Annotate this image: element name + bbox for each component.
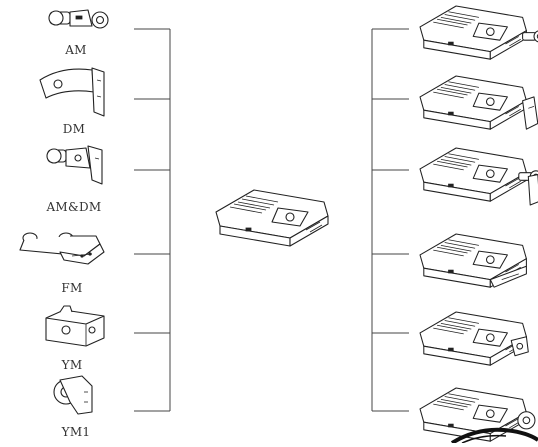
mount-label-dm: DM (62, 122, 86, 136)
arm-mount-icon (48, 9, 109, 29)
partial-round-graphic (450, 427, 538, 445)
fixture-with-direct-mount-icon (419, 75, 538, 130)
fixture-with-arm-and-direct-mount-icon (419, 147, 538, 206)
flat-mount-icon (19, 232, 105, 265)
left-connector-lines (134, 28, 171, 412)
yoke-mount-1-icon (53, 375, 93, 415)
mount-label-fm: FM (61, 281, 83, 295)
arm-and-direct-mount-icon (46, 145, 103, 185)
fixture-with-yoke-mount-icon (419, 311, 529, 366)
right-connector-lines (371, 28, 409, 412)
mount-label-am-dm: AM&DM (46, 200, 102, 214)
base-fixture-icon (215, 189, 329, 247)
fixture-with-yoke-mount-1-icon (419, 387, 536, 442)
direct-mount-icon (39, 67, 105, 117)
mount-label-ym: YM (61, 358, 83, 372)
fixture-with-arm-mount-icon (419, 5, 538, 60)
yoke-mount-icon (45, 305, 105, 347)
mount-label-ym1: YM1 (61, 425, 91, 439)
mount-label-am: AM (65, 43, 87, 57)
fixture-with-flat-mount-icon (419, 233, 527, 288)
